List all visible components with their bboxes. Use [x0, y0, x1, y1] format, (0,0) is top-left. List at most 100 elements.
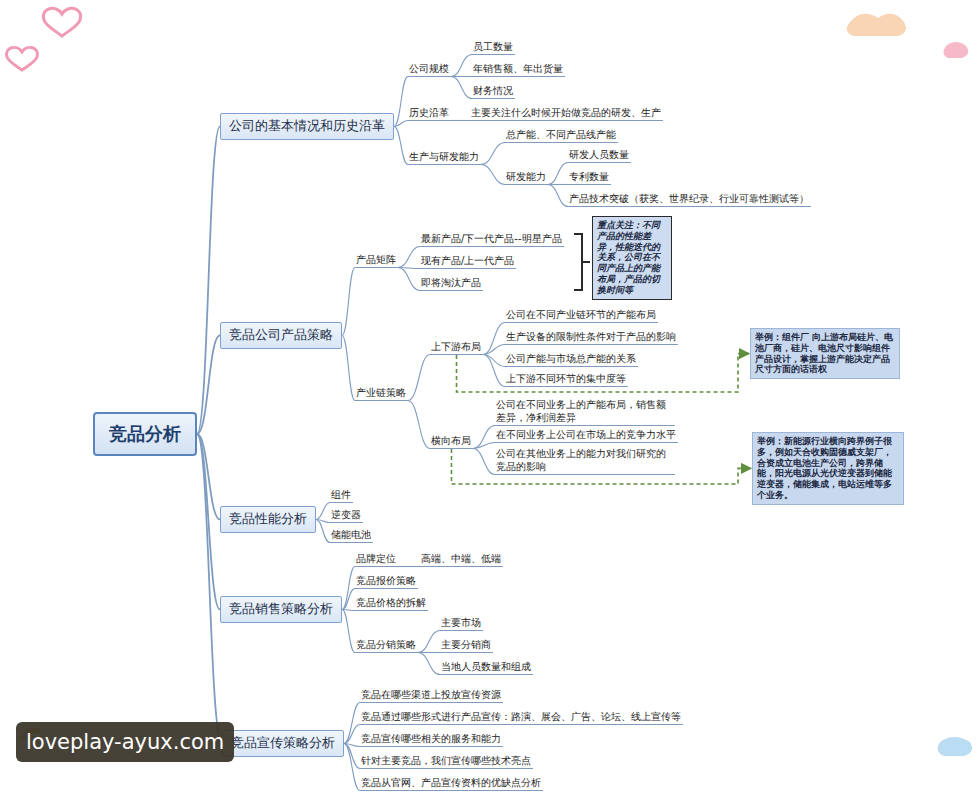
tree-connector: [344, 725, 360, 744]
topic-text: 年销售额、年出货量: [473, 62, 563, 75]
branch-box: 竞品性能分析: [220, 506, 316, 533]
tree-connector: [344, 703, 360, 744]
tree-connector: [398, 247, 420, 268]
leaf-topic: 公司在不同业务上的产能布局，销售额差异，净利润差异: [495, 398, 675, 426]
topic-text: 公司在不同业务上的产能布局，销售额差异，净利润差异: [496, 398, 673, 424]
topic-text: 举例：新能源行业横向跨界例子很多，例如天合收购固德威支架厂，合资成立电池生产公司…: [757, 436, 899, 501]
bracket: [574, 234, 590, 290]
tree-connector: [473, 426, 495, 449]
leaf-topic: 研发人员数量: [568, 148, 631, 163]
leaf-topic: 当地人员数量和组成: [440, 660, 533, 675]
tree-connector: [197, 335, 220, 434]
topic-text: 即将淘汰产品: [421, 276, 481, 289]
topic-text: 公司规模: [409, 62, 449, 75]
tree-connector: [473, 443, 495, 449]
leaf-topic: 主要关注什么时候开始做竞品的研发、生产: [470, 106, 663, 121]
topic-text: 主要市场: [441, 616, 481, 629]
topic-text: 横向布局: [431, 434, 471, 447]
tree-connector: [483, 323, 505, 355]
leaf-topic: 上下游布局: [430, 340, 483, 355]
topic-text: 举例：组件厂 向上游布局硅片、电池厂商，硅片、电池尺寸影响组件产品设计，掌握上游…: [755, 332, 895, 375]
topic-text: 历史沿革: [409, 106, 449, 119]
tree-connector: [342, 609, 355, 652]
leaf-topic: 竞品宣传哪些相关的服务和能力: [360, 732, 503, 747]
topic-text: 竞品通过哪些形式进行产品宣传：路演、展会、广告、论坛、线上宣传等: [361, 710, 681, 723]
leaf-topic: 组件: [330, 488, 353, 503]
leaf-topic: 产品矩阵: [355, 253, 398, 268]
tree-connector: [394, 126, 408, 164]
heart-decor: [43, 8, 80, 36]
leaf-topic: 上下游不同环节的集中度等: [505, 372, 628, 387]
topic-text: 财务情况: [473, 84, 513, 97]
tree-connector: [342, 268, 355, 336]
leaf-topic: 公司在不同产业链环节的产能布局: [505, 308, 658, 323]
topic-text: 竞品报价策略: [356, 574, 416, 587]
tree-connector: [451, 55, 472, 77]
leaf-topic: 竞品通过哪些形式进行产品宣传：路演、展会、广告、论坛、线上宣传等: [360, 710, 683, 725]
tree-connector: [481, 143, 505, 165]
leaf-topic: 针对主要竞品，我们宣传哪些技术亮点: [360, 754, 533, 769]
leaf-topic: 公司在其他业务上的能力对我们研究的竞品的影响: [495, 447, 675, 475]
note-box: 重点关注：不同产品的性能差异，性能迭代的关系，公司在不同产品上的产能布局，产品的…: [592, 216, 672, 300]
tree-connector: [394, 77, 408, 127]
topic-text: 专利数量: [569, 170, 609, 183]
leaf-topic: 在不同业务上公司在市场上的竞争力水平: [495, 428, 678, 443]
leaf-topic: 总产能、不同产品线产能: [505, 128, 618, 143]
leaf-topic: 竞品报价策略: [355, 574, 418, 589]
topic-text: 在不同业务上公司在市场上的竞争力水平: [496, 428, 676, 441]
topic-text: 组件: [331, 488, 351, 501]
leaf-topic: 公司产能与市场总产能的关系: [505, 352, 638, 367]
leaf-topic: 产品技术突破（获奖、世界纪录、行业可靠性测试等）: [568, 192, 811, 207]
topic-text: 研发能力: [506, 170, 546, 183]
topic-text: 竞品从官网、产品宣传资料的优缺点分析: [361, 776, 541, 789]
leaf-topic: 生产设备的限制性条件对于产品的影响: [505, 330, 678, 345]
leaf-topic: 现有产品/上一代产品: [420, 254, 516, 269]
topic-text: 产品技术突破（获奖、世界纪录、行业可靠性测试等）: [569, 192, 809, 205]
leaf-topic: 员工数量: [472, 40, 515, 55]
topic-text: 当地人员数量和组成: [441, 660, 531, 673]
topic-text: 竞品宣传策略分析: [231, 735, 335, 752]
leaf-topic: 竞品分销策略: [355, 638, 418, 653]
leaf-topic: 横向布局: [430, 434, 473, 449]
branch-box: 公司的基本情况和历史沿革: [220, 113, 394, 140]
tree-connector: [342, 589, 355, 610]
tree-connector: [481, 165, 505, 185]
leaf-topic: 财务情况: [472, 84, 515, 99]
leaf-topic: 即将淘汰产品: [420, 276, 483, 291]
leaf-topic: 生产与研发能力: [408, 150, 481, 165]
topic-text: 总产能、不同产品线产能: [506, 128, 616, 141]
tree-connector: [408, 401, 430, 449]
leaf-topic: 竞品在哪些渠道上投放宣传资源: [360, 688, 503, 703]
tree-connector: [548, 185, 568, 207]
topic-text: 公司在其他业务上的能力对我们研究的竞品的影响: [496, 447, 673, 473]
tree-connector: [548, 163, 568, 185]
topic-text: 生产与研发能力: [409, 150, 479, 163]
blob-decor: [943, 42, 968, 58]
tree-connector: [398, 268, 420, 291]
tree-connector: [344, 743, 360, 790]
topic-text: 品牌定位: [356, 552, 396, 565]
topic-text: 竞品分析: [109, 422, 181, 446]
topic-text: 竞品在哪些渠道上投放宣传资源: [361, 688, 501, 701]
topic-text: 主要分销商: [441, 638, 491, 651]
topic-text: 上下游不同环节的集中度等: [506, 372, 626, 385]
tree-connector: [197, 434, 222, 743]
leaf-topic: 竞品价格的拆解: [355, 596, 428, 611]
topic-text: 竞品性能分析: [229, 511, 307, 528]
leaf-topic: 储能电池: [330, 528, 373, 543]
tree-connector: [394, 121, 408, 127]
topic-text: 竞品销售策略分析: [229, 601, 333, 618]
tree-connector: [451, 120, 470, 121]
topic-text: 上下游布局: [431, 340, 481, 353]
tree-connector: [316, 503, 330, 520]
topic-text: 研发人员数量: [569, 148, 629, 161]
topic-text: 重点关注：不同产品的性能差异，性能迭代的关系，公司在不同产品上的产能布局，产品的…: [597, 220, 667, 296]
leaf-topic: 公司规模: [408, 62, 451, 77]
tree-connector: [408, 355, 430, 401]
heart-decor: [7, 47, 38, 70]
branch-box: 竞品销售策略分析: [220, 596, 342, 623]
topic-text: 高端、中端、低端: [421, 552, 501, 565]
